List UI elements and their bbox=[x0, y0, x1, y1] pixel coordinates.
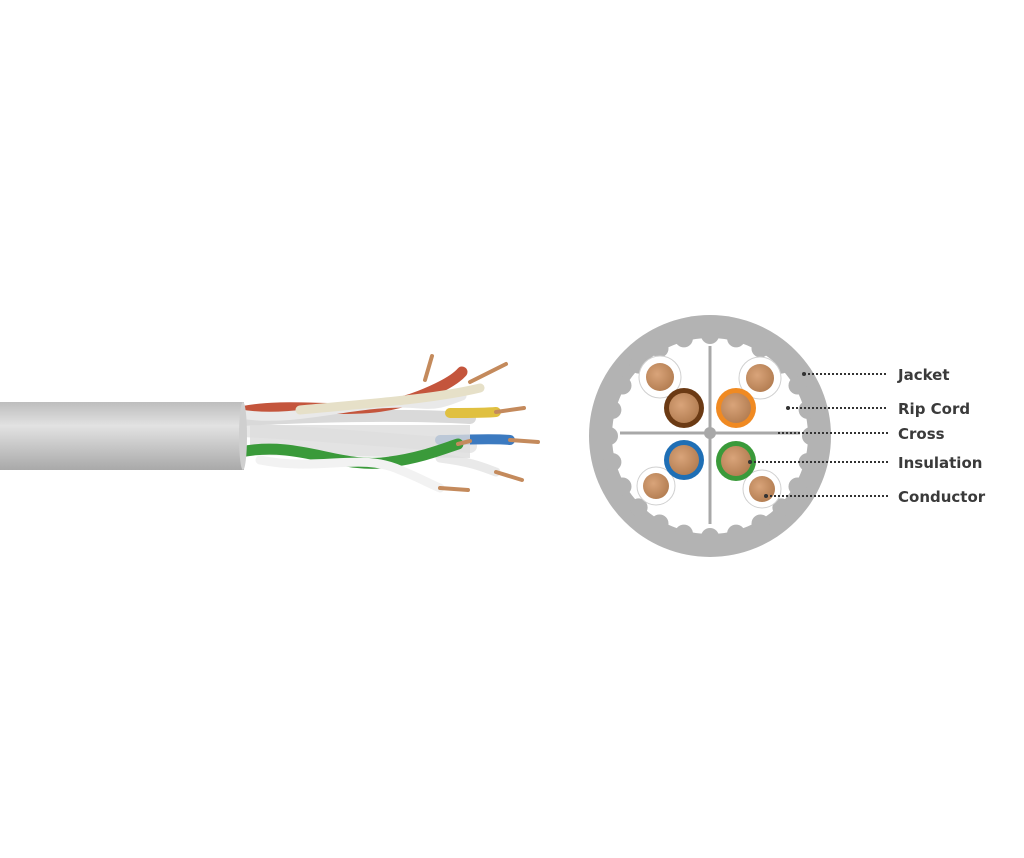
jacket-scallop bbox=[613, 477, 632, 496]
jacket-scallop bbox=[629, 498, 648, 517]
label-conductor: Conductor bbox=[898, 488, 986, 506]
jacket-scallop bbox=[727, 329, 746, 348]
cable-sheath bbox=[0, 402, 244, 470]
twisted-pairs bbox=[233, 354, 540, 493]
jacket-scallop bbox=[613, 376, 632, 395]
label-jacket: Jacket bbox=[897, 366, 950, 384]
jacket-scallop bbox=[751, 514, 770, 533]
jacket-scallop bbox=[798, 400, 817, 419]
jacket-scallop bbox=[674, 524, 693, 543]
jacket-scallop bbox=[603, 400, 622, 419]
jacket-scallop bbox=[788, 376, 807, 395]
jacket-scallop bbox=[788, 477, 807, 496]
jacket-scallops bbox=[600, 326, 820, 546]
colored-insulated-conductors bbox=[664, 388, 756, 481]
jacket-scallop bbox=[603, 453, 622, 472]
cable-side-view bbox=[0, 354, 540, 493]
jacket-scallop bbox=[751, 339, 770, 358]
jacket-scallop bbox=[674, 329, 693, 348]
jacket-scallop bbox=[701, 326, 719, 344]
label-insulation: Insulation bbox=[898, 454, 982, 472]
jacket-scallop bbox=[772, 498, 791, 517]
leader-lines bbox=[750, 373, 888, 497]
jacket-scallop bbox=[802, 427, 820, 445]
jacket-scallop bbox=[600, 427, 618, 445]
jacket-scallop bbox=[701, 528, 719, 546]
jacket-scallop bbox=[650, 514, 669, 533]
cable-cross-section bbox=[589, 315, 831, 557]
label-cross: Cross bbox=[898, 425, 945, 443]
jacket-scallop bbox=[650, 339, 669, 358]
white-insulated-conductors bbox=[636, 355, 782, 509]
label-rip-cord: Rip Cord bbox=[898, 400, 970, 418]
jacket-scallop bbox=[727, 524, 746, 543]
